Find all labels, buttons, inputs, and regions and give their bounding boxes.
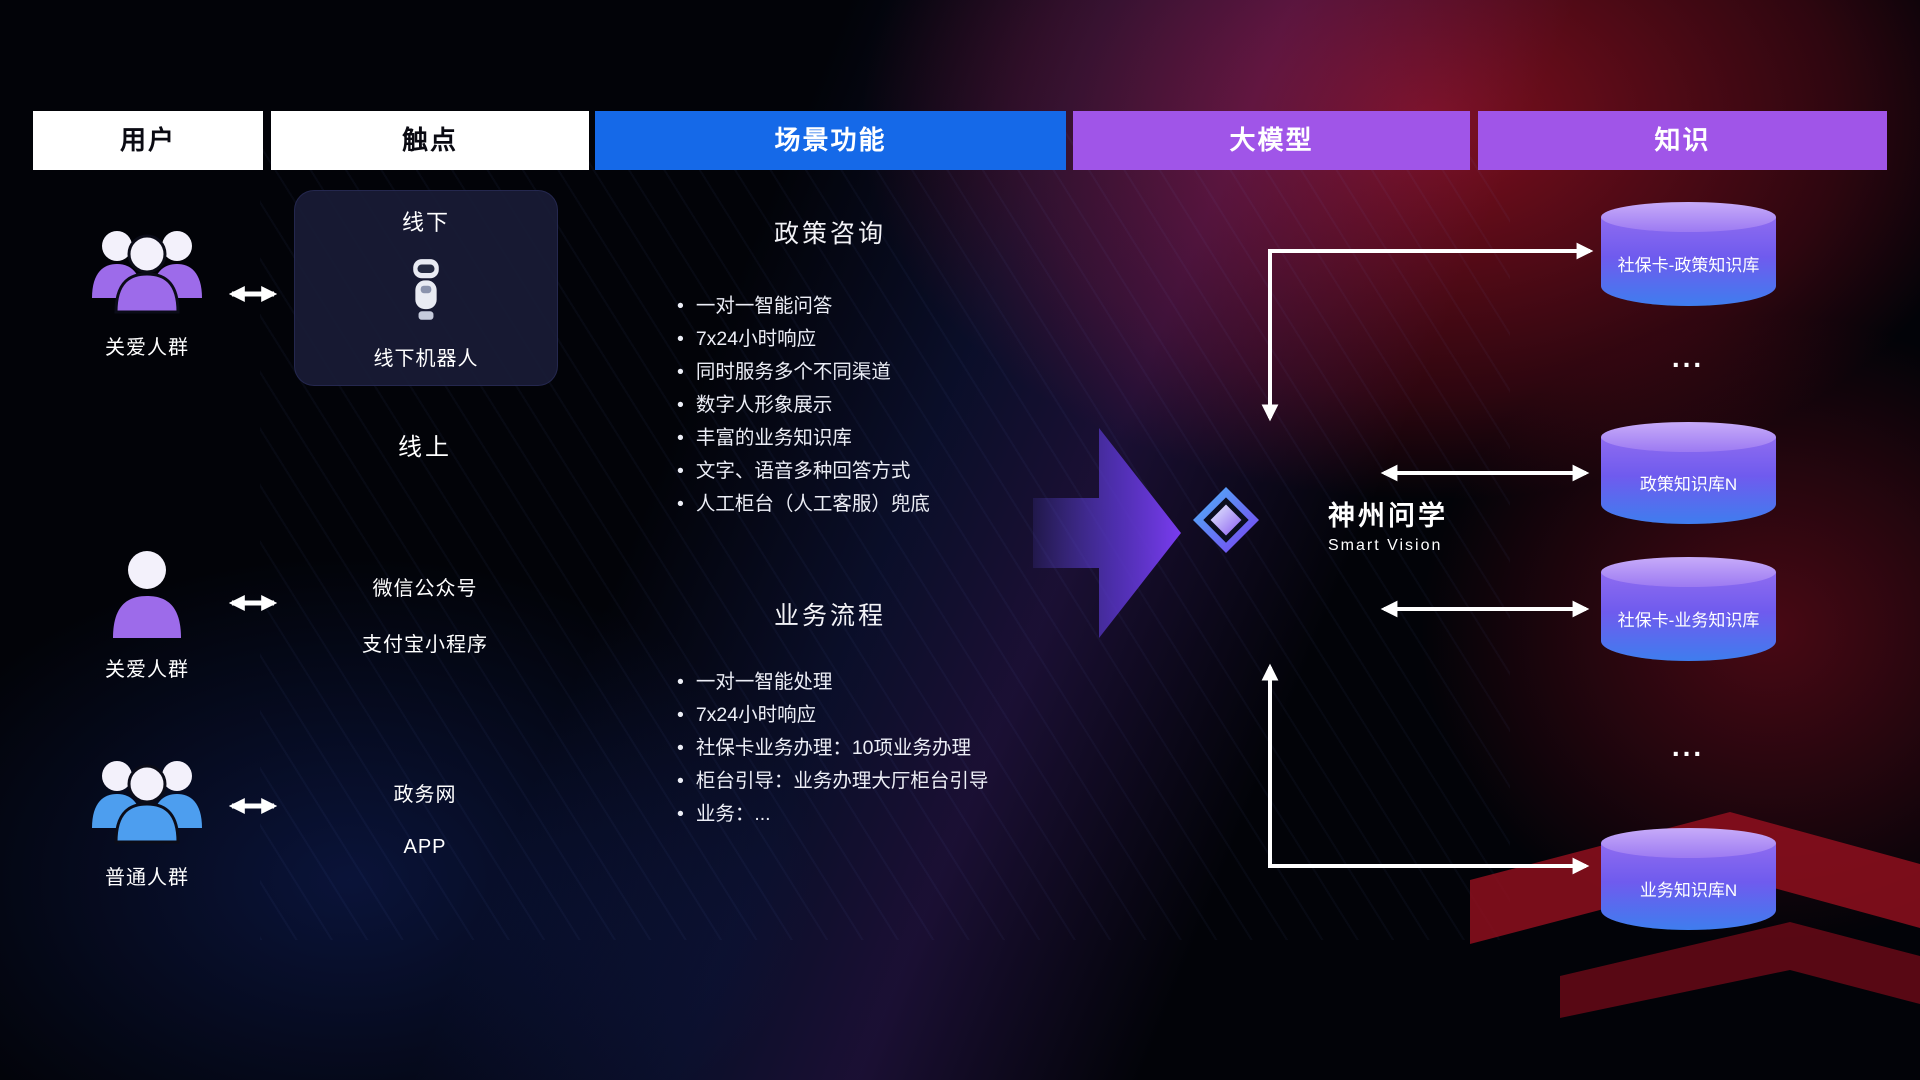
list-item: 数字人形象展示 xyxy=(677,389,930,422)
double-arrow-icon xyxy=(228,285,278,303)
model-text-block: 神州问学 Smart Vision xyxy=(1328,494,1448,555)
kb-business-n: 业务知识库N xyxy=(1601,828,1776,930)
double-arrow-icon xyxy=(228,797,278,815)
column-header-touchpoints: 触点 xyxy=(271,111,589,170)
scenario-title-policy: 政策咨询 xyxy=(773,220,887,248)
list-item: 社保卡业务办理：10项业务办理 xyxy=(677,732,988,765)
robot-icon xyxy=(413,258,439,320)
kb-social-policy: 社保卡-政策知识库 xyxy=(1601,202,1776,306)
column-header-users: 用户 xyxy=(33,111,263,170)
policy-feature-list: 一对一智能问答 7x24小时响应 同时服务多个不同渠道 数字人形象展示 丰富的业… xyxy=(677,290,930,521)
scenario-title-business: 业务流程 xyxy=(773,602,887,630)
list-item: 一对一智能处理 xyxy=(677,666,988,699)
connector-top-elbow xyxy=(1261,242,1594,422)
user-group-care-1: 关爱人群 xyxy=(72,220,222,360)
column-header-scenarios: 场景功能 xyxy=(595,111,1066,170)
cylinder-top xyxy=(1601,422,1776,452)
model-name: 神州问学 xyxy=(1328,501,1448,531)
double-arrow-icon xyxy=(228,594,278,612)
user-group-general: 普通人群 xyxy=(72,750,222,890)
list-item: 柜台引导：业务办理大厅柜台引导 xyxy=(677,765,989,798)
offline-touchpoint-card: 线下 线下机器人 xyxy=(294,190,558,386)
user-group-label: 关爱人群 xyxy=(105,659,189,681)
list-item: 文字、语音多种回答方式 xyxy=(677,455,930,488)
kb-label: 政策知识库N xyxy=(1601,437,1776,524)
kb-policy-n: 政策知识库N xyxy=(1601,422,1776,524)
business-feature-list: 一对一智能处理 7x24小时响应 社保卡业务办理：10项业务办理 柜台引导：业务… xyxy=(677,666,989,831)
list-item: 业务：... xyxy=(677,798,988,831)
column-header-knowledge: 知识 xyxy=(1478,111,1887,170)
model-knowledge-connectors xyxy=(1261,242,1594,875)
cylinder-top xyxy=(1601,557,1776,587)
cylinder-top xyxy=(1601,202,1776,232)
group-people-purple-icon xyxy=(92,231,202,314)
user-group-label: 关爱人群 xyxy=(105,337,189,359)
list-item: 人工柜台（人工客服）兜底 xyxy=(677,488,930,521)
cylinder-top xyxy=(1601,828,1776,858)
channel-gov-web: 政务网 xyxy=(393,784,457,806)
channel-wechat: 微信公众号 xyxy=(372,578,478,600)
online-title: 线上 xyxy=(398,434,452,461)
connector-bottom-elbow xyxy=(1261,663,1590,875)
list-item: 一对一智能问答 xyxy=(677,290,930,323)
ellipsis-upper: ... xyxy=(1671,342,1705,373)
kb-social-business: 社保卡-业务知识库 xyxy=(1601,557,1776,661)
user-group-care-2: 关爱人群 xyxy=(72,548,222,682)
offline-robot-label: 线下机器人 xyxy=(373,348,479,370)
column-header-model: 大模型 xyxy=(1073,111,1470,170)
model-subtitle: Smart Vision xyxy=(1328,537,1443,554)
ellipsis-lower: ... xyxy=(1671,731,1705,762)
user-group-label: 普通人群 xyxy=(105,867,189,889)
channel-app: APP xyxy=(403,836,447,858)
smart-vision-logo-icon xyxy=(1193,487,1259,553)
list-item: 丰富的业务知识库 xyxy=(677,422,930,455)
list-item: 同时服务多个不同渠道 xyxy=(677,356,930,389)
offline-title: 线下 xyxy=(401,210,450,235)
group-people-blue-icon xyxy=(92,761,202,844)
channel-alipay: 支付宝小程序 xyxy=(362,634,488,656)
single-person-purple-icon xyxy=(113,551,181,638)
list-item: 7x24小时响应 xyxy=(677,323,930,356)
list-item: 7x24小时响应 xyxy=(677,699,988,732)
flow-arrow-right-icon xyxy=(1033,428,1181,638)
